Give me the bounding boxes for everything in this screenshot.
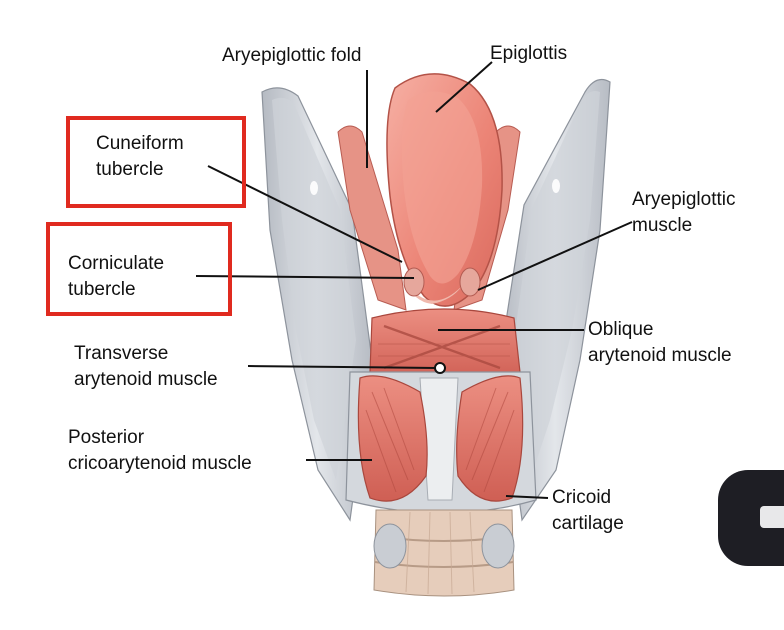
label-posterior-line2: cricoarytenoid muscle bbox=[68, 453, 252, 474]
label-aryepiglottic-muscle-line1: Aryepiglottic bbox=[632, 189, 736, 210]
posterior-cricoarytenoid-muscles bbox=[357, 375, 524, 502]
leader-cuneiform bbox=[207, 165, 403, 263]
cuneiform-highlight-box bbox=[66, 116, 246, 208]
label-transverse-line2: arytenoid muscle bbox=[74, 369, 218, 390]
label-epiglottis: Epiglottis bbox=[490, 43, 568, 64]
leader-transverse bbox=[247, 365, 437, 369]
label-transverse-line1: Transverse bbox=[74, 343, 169, 364]
epiglottis-shape bbox=[386, 73, 503, 307]
tubercles bbox=[403, 267, 481, 297]
floating-action-button[interactable] bbox=[718, 470, 784, 566]
arytenoid-muscles bbox=[369, 308, 521, 382]
leader-epiglottis bbox=[435, 61, 493, 113]
leader-lines bbox=[195, 61, 633, 499]
left-cartilage-wing bbox=[261, 87, 373, 522]
label-aryepiglottic-fold: Aryepiglottic fold bbox=[222, 45, 362, 66]
leader-cricoid bbox=[505, 495, 549, 499]
label-corniculate-line1: Corniculate bbox=[68, 253, 165, 274]
label-cricoid-line1: Cricoid bbox=[552, 487, 612, 508]
rounded-rect-icon bbox=[760, 506, 784, 528]
trachea bbox=[373, 509, 515, 597]
label-cricoid-line2: cartilage bbox=[552, 513, 624, 534]
corniculate-highlight-box bbox=[46, 222, 232, 316]
label-aryepiglottic-muscle-line2: muscle bbox=[632, 215, 693, 236]
label-oblique-line1: Oblique bbox=[588, 319, 654, 340]
label-posterior-line1: Posterior bbox=[68, 427, 145, 448]
leader-aryepiglottic-muscle bbox=[477, 221, 633, 291]
label-corniculate-line2: tubercle bbox=[68, 279, 136, 300]
transverse-pointer-dot bbox=[434, 362, 446, 374]
label-oblique-line2: arytenoid muscle bbox=[588, 345, 732, 366]
leader-corniculate bbox=[195, 275, 415, 279]
label-cuneiform-line1: Cuneiform bbox=[96, 133, 184, 154]
label-cuneiform-line2: tubercle bbox=[96, 159, 164, 180]
